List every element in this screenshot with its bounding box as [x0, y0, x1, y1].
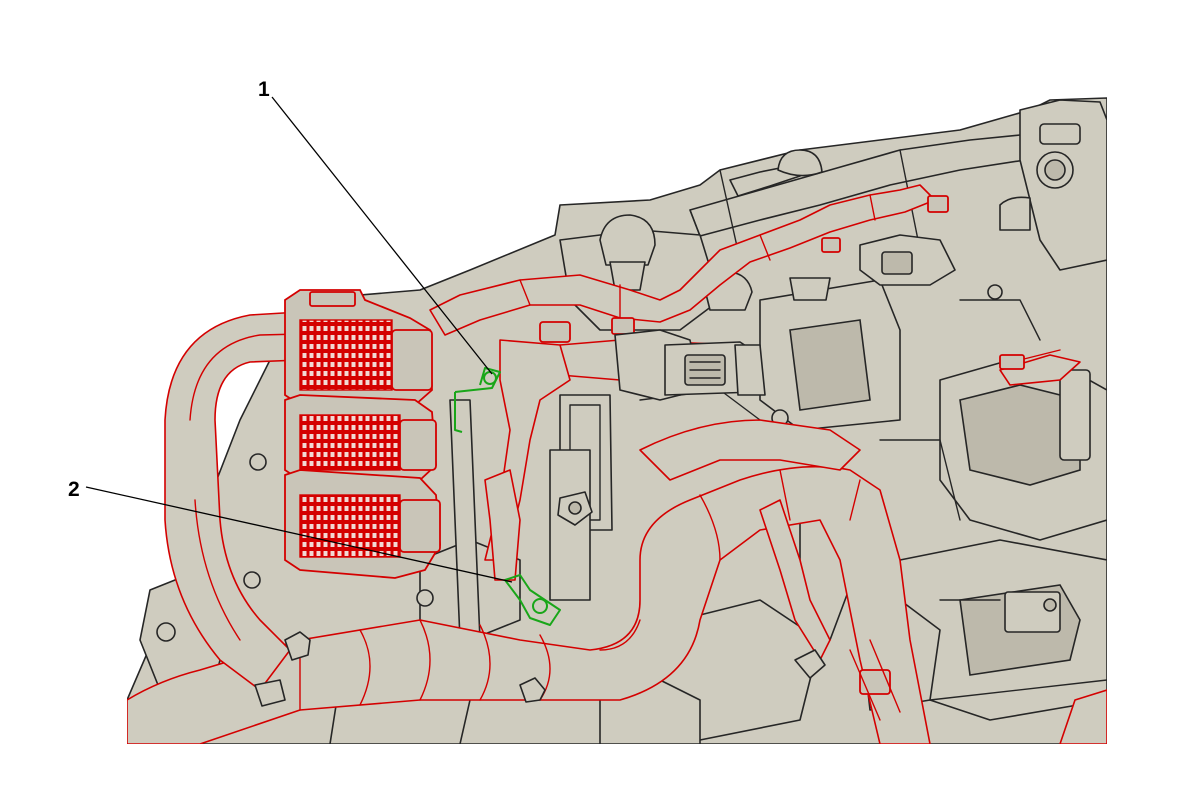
callout-label-2: 2	[68, 478, 80, 501]
ecm-connector-middle	[284, 394, 437, 481]
ground-strap-lower	[504, 574, 561, 626]
ecm-connectors	[284, 289, 441, 579]
studs	[254, 631, 826, 707]
sensor-connector	[859, 234, 956, 286]
ecm-connector-top	[284, 289, 433, 406]
wiring-harness	[127, 184, 1107, 744]
ground-strap-upper	[454, 367, 501, 433]
leader-line-1	[271, 96, 493, 375]
callout-label-1: 1	[258, 78, 270, 101]
ecm-connector-bottom	[284, 469, 441, 579]
leader-line-2	[85, 486, 513, 583]
callout-2: 2	[68, 478, 513, 583]
callout-1: 1	[258, 78, 493, 375]
inline-connector	[614, 329, 766, 401]
